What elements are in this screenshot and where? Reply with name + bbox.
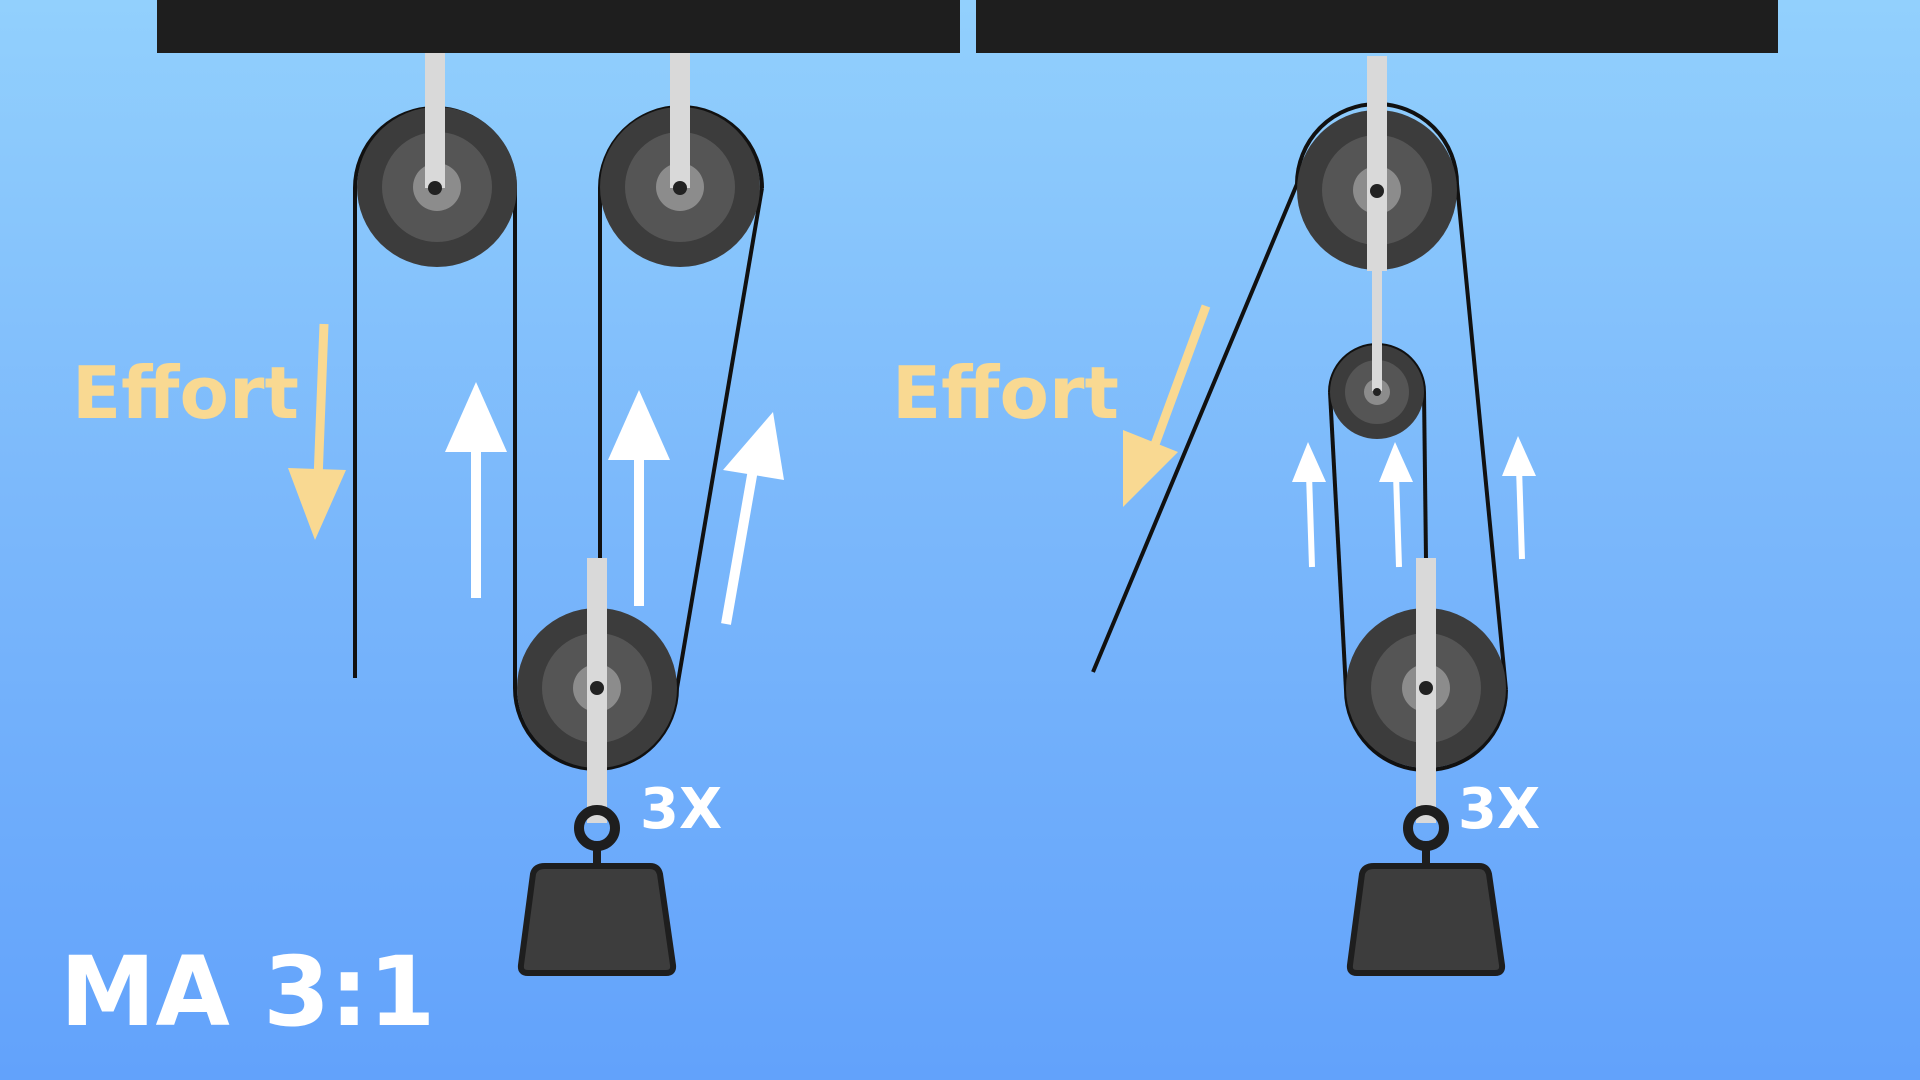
left-fixed-pulley-1 [357,53,517,267]
mechanical-advantage-label: MA 3:1 [60,936,435,1048]
left-effort-arrow [288,323,346,540]
tension-arrow [1502,436,1536,560]
right-fixed-pulley [1297,56,1457,271]
right-moving-pulley [1346,558,1506,823]
left-moving-pulley [517,558,677,823]
left-weight [517,805,677,976]
right-pulley-system: Effort 3X [892,0,1778,976]
right-tension-arrows [1292,436,1536,568]
left-tension-arrows [445,382,784,625]
right-multiplier-label: 3X [1458,777,1540,842]
left-multiplier-label: 3X [640,777,722,842]
left-ceiling-beam [157,0,960,53]
right-small-pulley [1330,271,1424,439]
tension-arrow [608,390,670,606]
pulley-axle [1370,184,1384,198]
pulley-axle [673,181,687,195]
tension-arrow [1379,442,1413,568]
left-fixed-pulley-2 [600,53,760,267]
tension-arrow [1292,442,1326,568]
pulley-bracket [1372,271,1382,391]
pulley-bracket [425,53,445,188]
left-effort-label: Effort [72,351,299,435]
right-ceiling-beam [976,0,1778,53]
pulley-bracket [1367,56,1387,271]
pulley-axle [590,681,604,695]
pulley-axle [428,181,442,195]
pulley-axle [1419,681,1433,695]
pulley-axle [1373,388,1381,396]
right-weight [1346,805,1506,976]
right-effort-label: Effort [892,351,1119,435]
tension-arrow [721,412,784,625]
right-effort-arrow [1123,304,1211,507]
tension-arrow [445,382,507,598]
pulley-bracket [670,53,690,188]
left-pulley-system: Effort 3X [72,0,960,976]
